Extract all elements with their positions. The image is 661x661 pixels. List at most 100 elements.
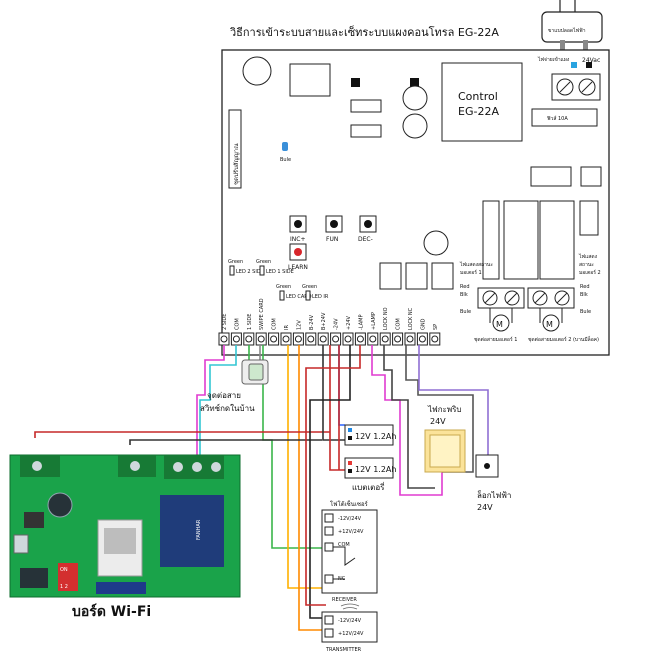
relay-small-2 <box>580 166 602 187</box>
power-wire-blue-mark <box>571 62 577 68</box>
wire-black-b <box>322 345 345 441</box>
terminal-screw-head <box>319 335 327 343</box>
control-box-line2: EG-22A <box>458 105 499 118</box>
terminal-screw-head <box>369 335 377 343</box>
motor2-wire-blue: Bule <box>580 309 591 315</box>
svg-text:M: M <box>496 320 503 329</box>
wire-blue-b <box>338 345 345 426</box>
transmitter-t1: -12V/24V <box>338 618 362 624</box>
terminal-screw-head <box>344 335 352 343</box>
wire-black-power <box>309 345 351 619</box>
board-relay-a <box>379 262 402 290</box>
terminal-label: B+24V <box>321 312 327 330</box>
terminal-screw-head <box>381 335 389 343</box>
terminal-screw-head <box>270 335 278 343</box>
terminal-label: LOCK NC <box>408 307 414 330</box>
terminal-screw-head <box>307 335 315 343</box>
wire-black-main <box>129 439 322 445</box>
dec-button[interactable] <box>359 215 377 233</box>
fun-button[interactable] <box>325 215 343 233</box>
motor2-wire-red: Red <box>580 284 590 290</box>
terminal-screw-head <box>418 335 426 343</box>
led3-icon <box>279 290 285 301</box>
signal-waves-icon <box>340 603 360 610</box>
electric-lock-icon <box>475 454 499 478</box>
wire-red-power <box>305 345 361 606</box>
terminal-label: -LAMP <box>358 315 364 330</box>
inc-button[interactable] <box>289 215 307 233</box>
led2-color: Green <box>256 259 271 265</box>
motor1-wire-blue: Bule <box>460 309 471 315</box>
terminal-label: COM <box>234 318 240 330</box>
led2-icon <box>259 265 265 276</box>
wifi-board: FANHAR ON 1 2 <box>9 454 241 598</box>
receiver-name: RECEIVER <box>332 597 357 603</box>
motor2-status-line1: ไฟแสดง <box>578 253 598 260</box>
motor2-status-line3: มอเตอร์ 2 <box>579 269 601 276</box>
board-buzzer <box>423 230 449 256</box>
terminal-screw-head <box>245 335 253 343</box>
led4-name: LED IR <box>312 294 329 300</box>
relay-block-3 <box>539 200 575 280</box>
led2-name: LED 1 SIDE <box>266 269 294 275</box>
power-in-voltage: 24Vac <box>582 57 600 64</box>
board-chip-black-1 <box>351 78 360 87</box>
lamp-label-line1: ไฟกะพริบ <box>427 405 461 414</box>
motor2-icon: M <box>542 314 560 332</box>
learn-button-label: LEARN <box>288 264 308 271</box>
motor2-terminal-block <box>527 287 575 309</box>
motor1-caption: ชุดต่อสายมอเตอร์ 1 <box>474 336 517 343</box>
board-chip-black-2 <box>410 78 419 87</box>
fuse-holder <box>531 108 598 127</box>
terminal-label: SWIPE CARD <box>259 298 265 330</box>
motor2-status-line2: สถานะ <box>579 262 594 268</box>
battery-caption: แบตเตอรี่ <box>352 481 385 492</box>
learn-button[interactable] <box>289 243 307 261</box>
wire-yellow <box>287 345 326 589</box>
relay-block-4 <box>579 200 599 236</box>
battery-2 <box>344 457 394 479</box>
board-relay-c <box>431 262 454 290</box>
transmitter-name: TRANSMITTER <box>325 647 362 653</box>
wire-red-main <box>34 431 330 438</box>
flashing-lamp-icon <box>424 429 466 473</box>
diagram-title: วิธีการเข้าระบบสายและเซ็ทระบบแผงคอนโทรล … <box>229 25 499 39</box>
terminal-label: COM <box>272 318 278 330</box>
wifi-board-label: บอร์ด Wi-Fi <box>72 603 151 620</box>
board-ic-1 <box>350 99 382 113</box>
motor2-caption: ชุดต่อสายมอเตอร์ 2 (บานมีล็อค) <box>528 335 599 343</box>
power-plug-icon: ขาแบปลอดไฟฟ้า <box>541 0 603 50</box>
board-relay-b <box>405 262 428 290</box>
wire-magenta <box>196 345 225 465</box>
battery-1 <box>344 424 394 446</box>
svg-text:M: M <box>546 320 553 329</box>
terminal-screw-head <box>220 335 228 343</box>
wiring <box>34 345 489 631</box>
dec-button-label: DEC- <box>358 236 373 243</box>
receiver-t1: -12V/24V <box>338 516 362 522</box>
terminal-label: 2 SIDE <box>222 314 228 330</box>
lock-label-line1: ล็อกไฟฟ้า <box>477 490 512 500</box>
switch-label-line2: สวิทช์กดในบ้าน <box>200 403 255 413</box>
lamp-label-line2: 24V <box>430 417 446 426</box>
terminal-label: +LAMP <box>371 312 377 330</box>
led-blue-icon <box>282 142 288 151</box>
board-capacitor-3 <box>402 113 428 139</box>
terminal-label: SP <box>433 324 439 330</box>
wire-dark-lamp <box>383 345 435 489</box>
wire-green-long <box>262 345 326 549</box>
led3-color: Green <box>276 284 291 290</box>
plug-label: ขาแบปลอดไฟฟ้า <box>548 27 586 34</box>
board-capacitor-2 <box>402 85 428 111</box>
led3-name: LED CARD <box>286 294 312 300</box>
board-ic-2 <box>350 124 382 138</box>
dip-nums: 1 2 <box>60 584 68 590</box>
terminal-label: IR <box>284 325 290 330</box>
terminal-label: -24V <box>334 318 340 330</box>
sensor-title: โฟโต้เซ็นเซอร์ <box>330 499 369 508</box>
motor1-status-line1: ไฟแสดงสถานะ <box>459 261 493 268</box>
wire-cyan <box>199 345 237 470</box>
led1-color: Green <box>228 259 243 265</box>
terminal-label: LOCK NO <box>383 307 389 330</box>
led-blue-label: Bule <box>280 157 291 163</box>
